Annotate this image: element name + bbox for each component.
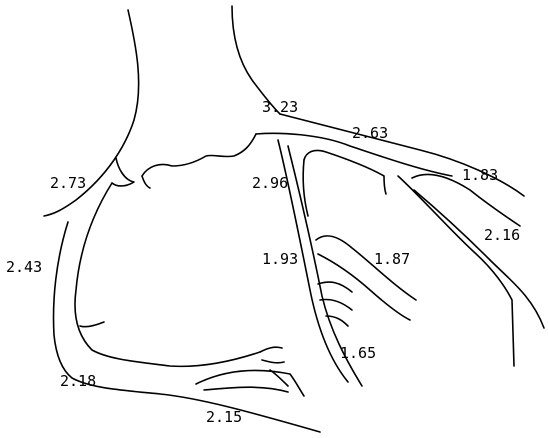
obtuse-marginal-upper xyxy=(304,150,386,194)
label-2-63: 2.63 xyxy=(352,124,388,142)
label-3-23: 3.23 xyxy=(262,98,298,116)
atrial-branch-lower xyxy=(142,176,150,188)
rca-side-branch-upper xyxy=(112,158,134,186)
obtuse-marginal-drop xyxy=(303,160,308,216)
diagonal-lower-wall xyxy=(398,176,514,366)
rca-inner-wall xyxy=(75,183,260,366)
rca-side-branch-mid xyxy=(80,322,104,327)
label-1-83: 1.83 xyxy=(462,166,498,184)
label-2-73: 2.73 xyxy=(50,174,86,192)
label-2-43: 2.43 xyxy=(6,258,42,276)
label-1-93: 1.93 xyxy=(262,250,298,268)
label-2-96: 2.96 xyxy=(252,174,288,192)
marginal-twigs xyxy=(318,282,352,326)
rca-twigs xyxy=(260,347,288,386)
label-2-15: 2.15 xyxy=(206,408,242,426)
rca-distal-branch-inner xyxy=(204,387,288,392)
label-1-65: 1.65 xyxy=(340,344,376,362)
label-2-18: 2.18 xyxy=(60,372,96,390)
label-2-16: 2.16 xyxy=(484,226,520,244)
atrial-branch-outline xyxy=(142,134,256,176)
label-1-87: 1.87 xyxy=(374,250,410,268)
